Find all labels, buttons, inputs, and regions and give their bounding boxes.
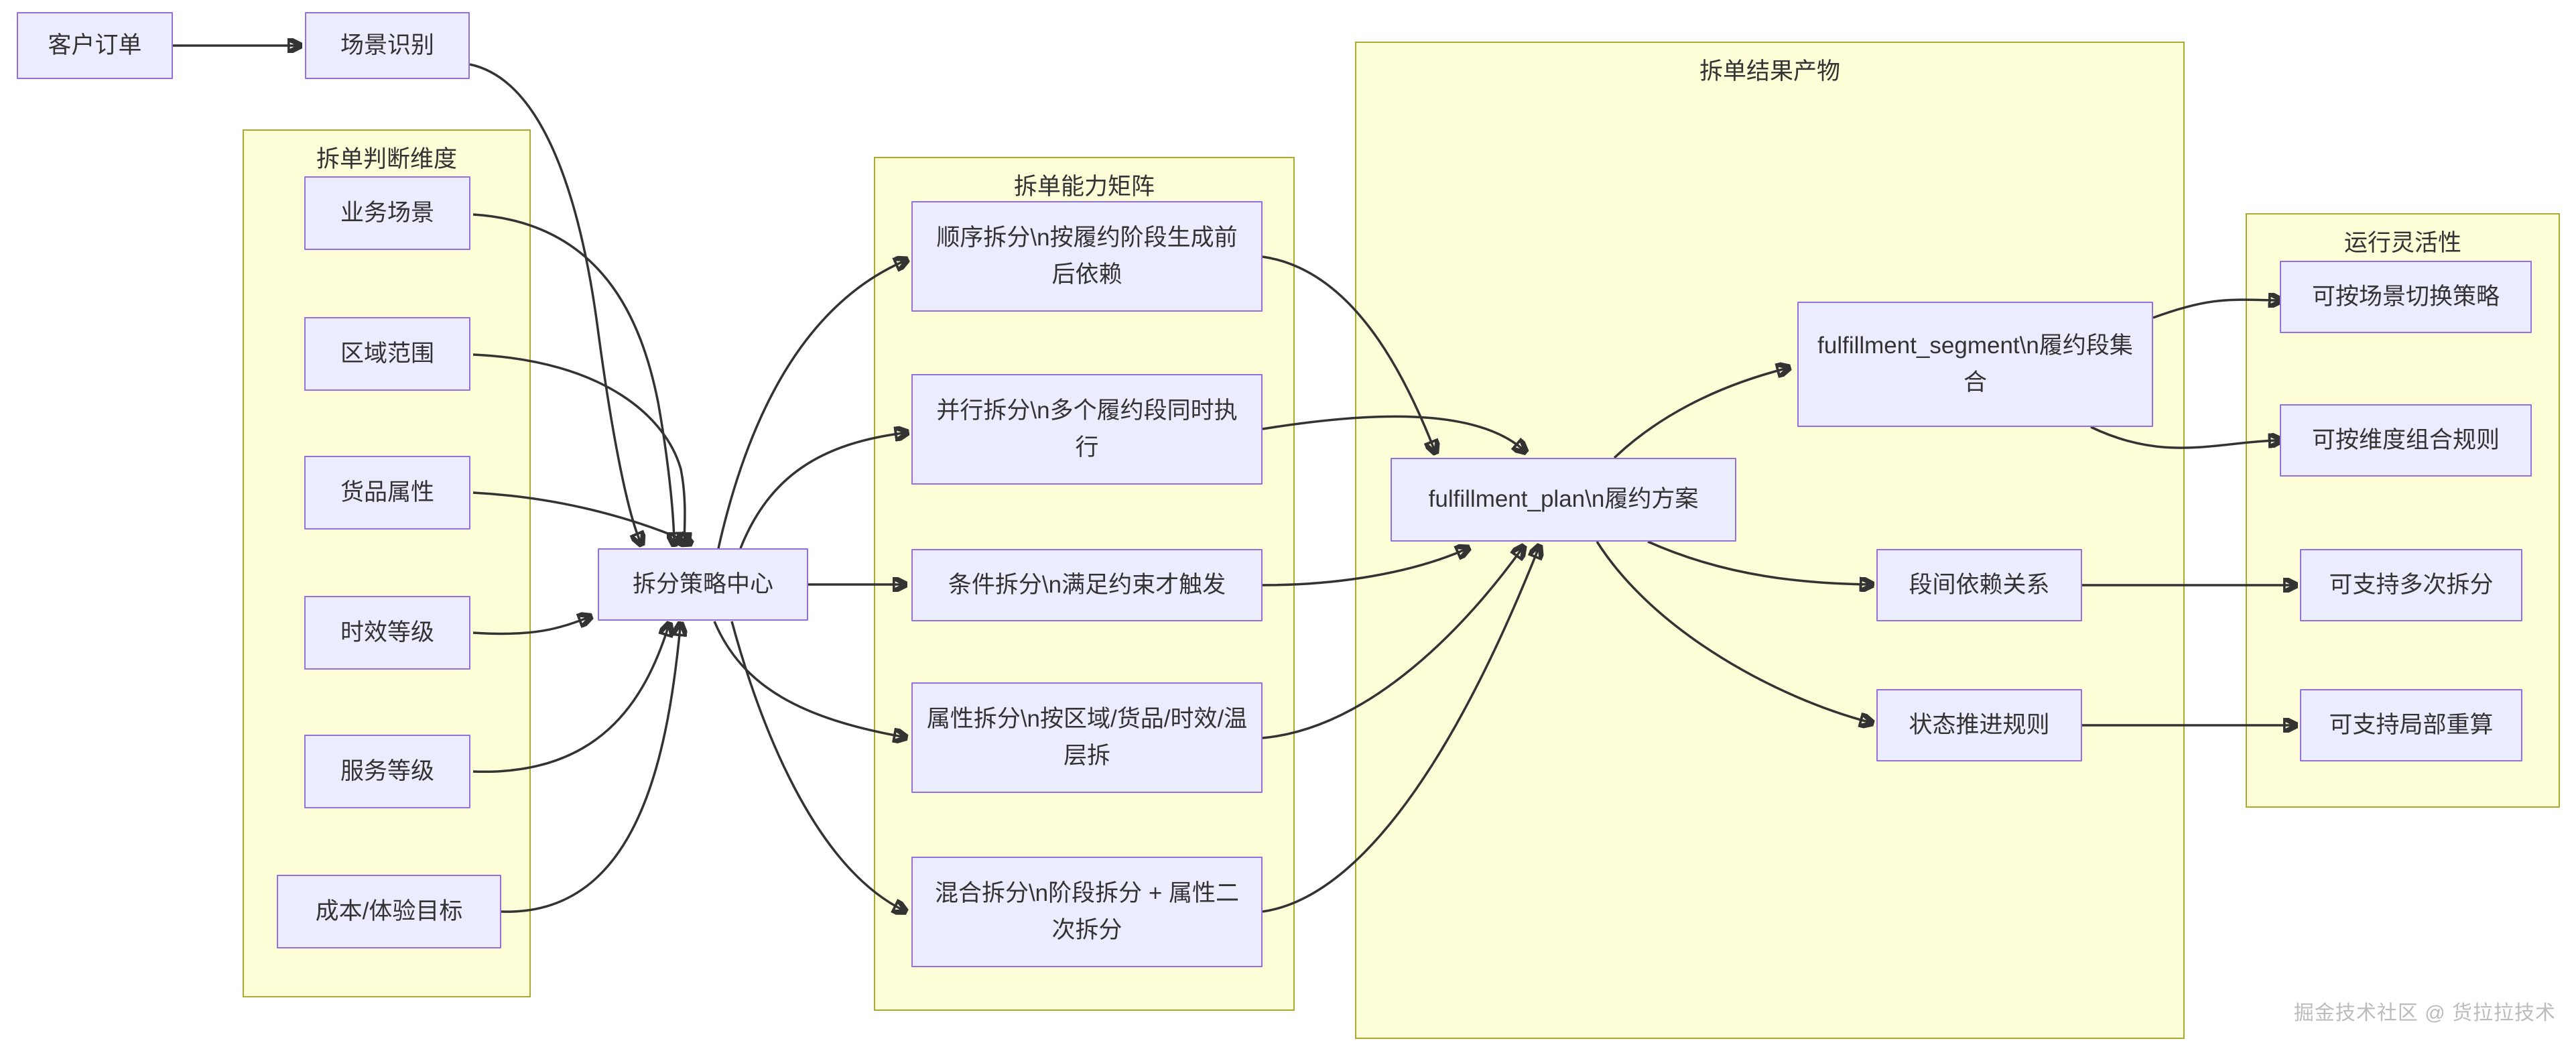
edge-scene-recognition-to-strategy-center — [469, 63, 640, 541]
node-customer-order: 客户订单 — [17, 12, 173, 79]
edge-fulfillment-plan-to-fulfillment-segment — [1613, 369, 1785, 459]
edge-strategy-center-to-seq-split — [717, 261, 903, 549]
node-fulfillment-segment: fulfillment_segment\n履约段集合 — [1797, 302, 2153, 427]
edge-strategy-center-to-par-split — [739, 433, 903, 549]
edge-mix-split-to-fulfillment-plan — [1262, 550, 1538, 913]
edge-fulfillment-segment-to-combine-rules — [2090, 426, 2277, 449]
edge-par-split-to-fulfillment-plan — [1262, 415, 1523, 449]
node-state-rule: 状态推进规则 — [1876, 689, 2082, 761]
node-partial-recalc: 可支持局部重算 — [2300, 689, 2522, 761]
edge-strategy-center-to-attr-split — [713, 621, 902, 737]
cluster-runtime-flexibility-title: 运行灵活性 — [2343, 230, 2461, 256]
edge-cost-target-to-strategy-center — [501, 627, 680, 913]
node-switch-strategy: 可按场景切换策略 — [2280, 261, 2532, 333]
edge-service-level-to-strategy-center — [472, 627, 668, 773]
node-strategy-center: 拆分策略中心 — [598, 548, 808, 621]
cluster-capability-matrix-title: 拆单能力矩阵 — [1013, 174, 1155, 200]
node-multi-split: 可支持多次拆分 — [2300, 549, 2522, 621]
node-cond-split: 条件拆分\n满足约束才触发 — [911, 549, 1263, 621]
cluster-judge-dimensions-title: 拆单判断维度 — [316, 146, 457, 172]
node-goods-attr: 货品属性 — [304, 456, 470, 530]
node-fulfillment-plan: fulfillment_plan\n履约方案 — [1391, 458, 1736, 542]
node-service-level: 服务等级 — [304, 735, 470, 808]
node-scene-recognition: 场景识别 — [305, 12, 470, 79]
edge-time-level-to-strategy-center — [472, 618, 587, 635]
edge-strategy-center-to-mix-split — [730, 621, 902, 910]
node-par-split: 并行拆分\n多个履约段同时执行 — [911, 374, 1263, 485]
edge-fulfillment-plan-to-seg-dependency — [1647, 540, 1868, 584]
cluster-result-products-title: 拆单结果产物 — [1699, 58, 1840, 84]
node-seg-dependency: 段间依赖关系 — [1876, 549, 2082, 621]
edge-region-range-to-strategy-center — [472, 353, 685, 541]
node-region-range: 区域范围 — [304, 317, 470, 391]
node-mix-split: 混合拆分\n阶段拆分 + 属性二次拆分 — [911, 857, 1263, 967]
edge-fulfillment-segment-to-switch-strategy — [2152, 300, 2277, 319]
edge-cond-split-to-fulfillment-plan — [1262, 550, 1465, 587]
edge-biz-scene-to-strategy-center — [472, 213, 674, 541]
watermark-text: 掘金技术社区 @ 货拉拉技术 — [2293, 1002, 2556, 1024]
edge-goods-attr-to-strategy-center — [472, 491, 688, 542]
node-time-level: 时效等级 — [304, 596, 470, 670]
cluster-judge-dimensions: 拆单判断维度 — [243, 129, 531, 997]
edge-fulfillment-plan-to-state-rule — [1596, 541, 1868, 722]
node-cost-target: 成本/体验目标 — [277, 875, 501, 948]
edge-seq-split-to-fulfillment-plan — [1262, 255, 1434, 449]
node-combine-rules: 可按维度组合规则 — [2280, 404, 2532, 477]
edge-attr-split-to-fulfillment-plan — [1262, 550, 1521, 739]
node-seq-split: 顺序拆分\n按履约阶段生成前后依赖 — [911, 201, 1263, 312]
node-biz-scene: 业务场景 — [304, 176, 470, 250]
node-attr-split: 属性拆分\n按区域/货品/时效/温层拆 — [911, 682, 1263, 793]
